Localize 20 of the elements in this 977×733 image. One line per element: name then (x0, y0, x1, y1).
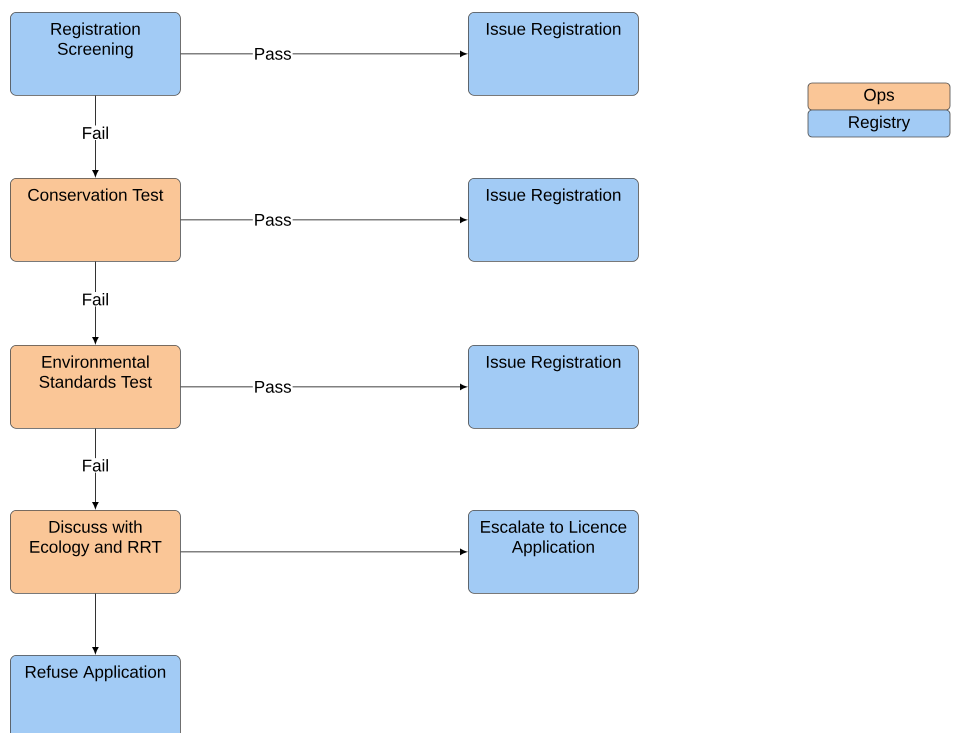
edge-label: Fail (80, 126, 110, 140)
edge-label: Pass (252, 46, 293, 61)
process-box: Issue Registration (468, 12, 639, 96)
edge-label: Pass (252, 212, 293, 227)
process-box: Escalate to Licence Application (468, 510, 639, 594)
legend-label: Ops (864, 88, 894, 104)
process-box: Registration Screening (10, 12, 181, 96)
legend-label: Registry (849, 116, 910, 132)
process-box: Issue Registration (468, 178, 639, 262)
arrow (92, 593, 99, 654)
process-box: Environmental Standards Test (10, 345, 181, 429)
edge-label: Fail (80, 292, 110, 306)
arrow (92, 261, 99, 344)
process-box: Refuse Application (10, 655, 181, 733)
edge-label: Fail (80, 458, 110, 473)
edge-label: Pass (252, 380, 293, 394)
process-box: Discuss with Ecology and RRT (10, 510, 181, 594)
process-box: Conservation Test (10, 178, 181, 262)
arrow (180, 548, 467, 556)
process-box: Issue Registration (468, 345, 639, 429)
